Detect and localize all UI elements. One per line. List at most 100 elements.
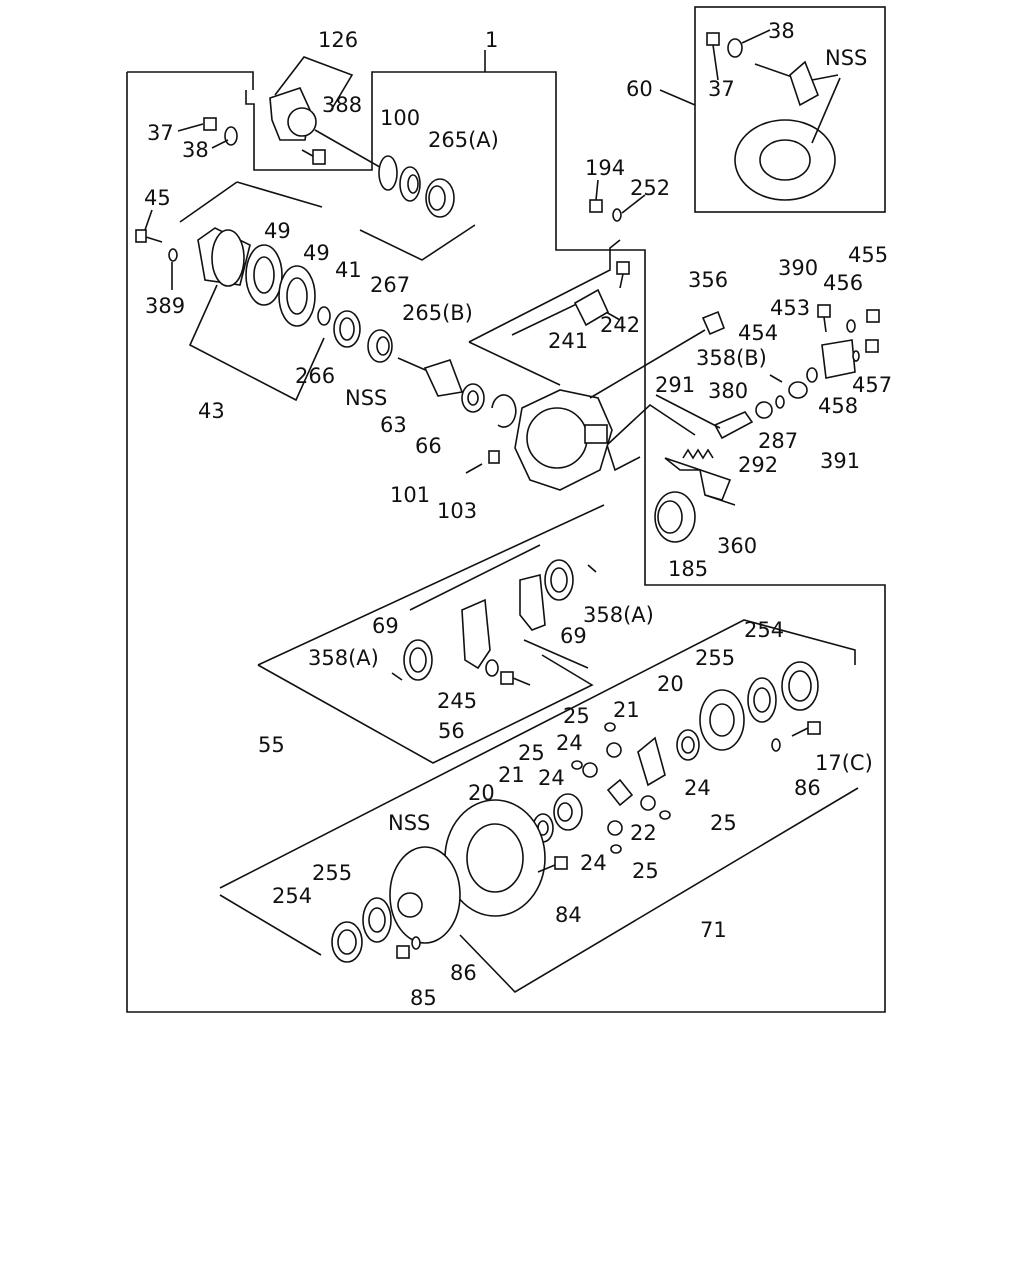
label-454: 454: [738, 321, 778, 345]
bracket-292: [606, 403, 696, 446]
bearing-255-right: [747, 677, 777, 723]
label-25-d: 25: [632, 859, 659, 883]
label-66: 66: [415, 434, 442, 458]
sleeve-185: [654, 491, 696, 543]
label-126: 126: [318, 28, 358, 52]
label-255-left: 255: [312, 861, 352, 885]
label-388: 388: [322, 93, 362, 117]
drive-pinion: [397, 357, 464, 397]
label-63: 63: [380, 413, 407, 437]
bearing-race-254-right: [781, 661, 819, 711]
washer-38: [224, 126, 238, 146]
washer-454: [806, 367, 818, 383]
washer-389: [168, 248, 178, 262]
washer-25c: [659, 810, 671, 820]
washer-25b: [571, 760, 583, 770]
main-assembly-outline: [127, 71, 254, 90]
label-49a: 49: [264, 219, 291, 243]
label-100: 100: [380, 106, 420, 130]
breather-356: [701, 310, 726, 336]
inset-ring-gear: [734, 119, 836, 201]
label-17c: 17(C): [815, 751, 873, 775]
plate-241: [573, 288, 610, 327]
label-358a-left: 358(A): [308, 646, 379, 670]
oring-380: [775, 395, 785, 409]
oil-seal-100: [378, 155, 398, 191]
label-nss-inset: NSS: [825, 46, 867, 70]
nut-85: [396, 945, 410, 959]
label-101: 101: [390, 483, 430, 507]
label-37-inset: 37: [708, 77, 735, 101]
bearing-cap-left: [461, 598, 491, 670]
label-194: 194: [585, 156, 625, 180]
thrust-washer-20-right: [676, 729, 700, 761]
side-gear-21-right: [637, 736, 666, 787]
label-356: 356: [688, 268, 728, 292]
label-252: 252: [630, 176, 670, 200]
bracket-267: [359, 224, 476, 261]
washer-25a: [604, 722, 616, 732]
label-358a-right: 358(A): [583, 603, 654, 627]
bolt-242: [616, 261, 630, 289]
adjuster-69-right: [544, 559, 574, 601]
label-265b: 265(B): [402, 301, 473, 325]
label-245: 245: [437, 689, 477, 713]
label-45: 45: [144, 186, 171, 210]
cover-43: [197, 227, 251, 287]
bracket-43-top: [179, 181, 238, 223]
label-103: 103: [437, 499, 477, 523]
label-358b: 358(B): [696, 346, 767, 370]
bracket-housing-2: [468, 341, 561, 386]
label-21-right: 21: [613, 698, 640, 722]
bearing-265a: [399, 166, 421, 202]
label-390: 390: [778, 256, 818, 280]
pinion-gear-24b: [582, 762, 598, 778]
diff-case-left: [389, 846, 461, 944]
label-391: 391: [820, 449, 860, 473]
bearing-255-left: [362, 897, 392, 943]
label-49b: 49: [303, 241, 330, 265]
label-267: 267: [370, 273, 410, 297]
label-38: 38: [182, 138, 209, 162]
leader-356-housing: [589, 329, 706, 399]
washer-252: [612, 208, 622, 222]
bolt-56: [500, 671, 531, 686]
stud-101: [465, 463, 483, 474]
label-37: 37: [147, 121, 174, 145]
label-457: 457: [852, 373, 892, 397]
label-20-left: 20: [468, 781, 495, 805]
sensor-391: [788, 381, 808, 399]
bolt-45: [135, 229, 163, 243]
sensor-bracket-453: [821, 339, 856, 379]
diff-housing: [514, 389, 613, 491]
inset-nut-37: [706, 32, 720, 46]
label-nss-pinion: NSS: [345, 386, 387, 410]
label-25-b: 25: [518, 741, 545, 765]
label-255-right: 255: [695, 646, 735, 670]
label-266: 266: [295, 364, 335, 388]
label-20-right: 20: [657, 672, 684, 696]
label-25-c: 25: [710, 811, 737, 835]
label-22: 22: [630, 821, 657, 845]
shaft-291: [713, 411, 754, 440]
label-453: 453: [770, 296, 810, 320]
label-254-right: 254: [744, 618, 784, 642]
bearing-265b: [367, 329, 393, 363]
nut-103: [488, 450, 500, 464]
bracket-55-c: [409, 544, 541, 611]
washer-86-left: [411, 936, 421, 950]
bolt-17c: [791, 721, 821, 737]
bolt-84: [537, 856, 568, 873]
flange-yoke-126: [269, 87, 386, 171]
label-69-left: 69: [372, 614, 399, 638]
diff-case-right: [699, 689, 745, 751]
bearing-cap-right: [519, 573, 546, 631]
label-292: 292: [738, 453, 778, 477]
inset-pinion: [754, 60, 820, 107]
label-24-d: 24: [580, 851, 607, 875]
label-38-inset: 38: [768, 19, 795, 43]
label-86-left: 86: [450, 961, 477, 985]
inset-box-60: [694, 6, 886, 213]
label-24-a: 24: [556, 731, 583, 755]
label-24-b: 24: [538, 766, 565, 790]
